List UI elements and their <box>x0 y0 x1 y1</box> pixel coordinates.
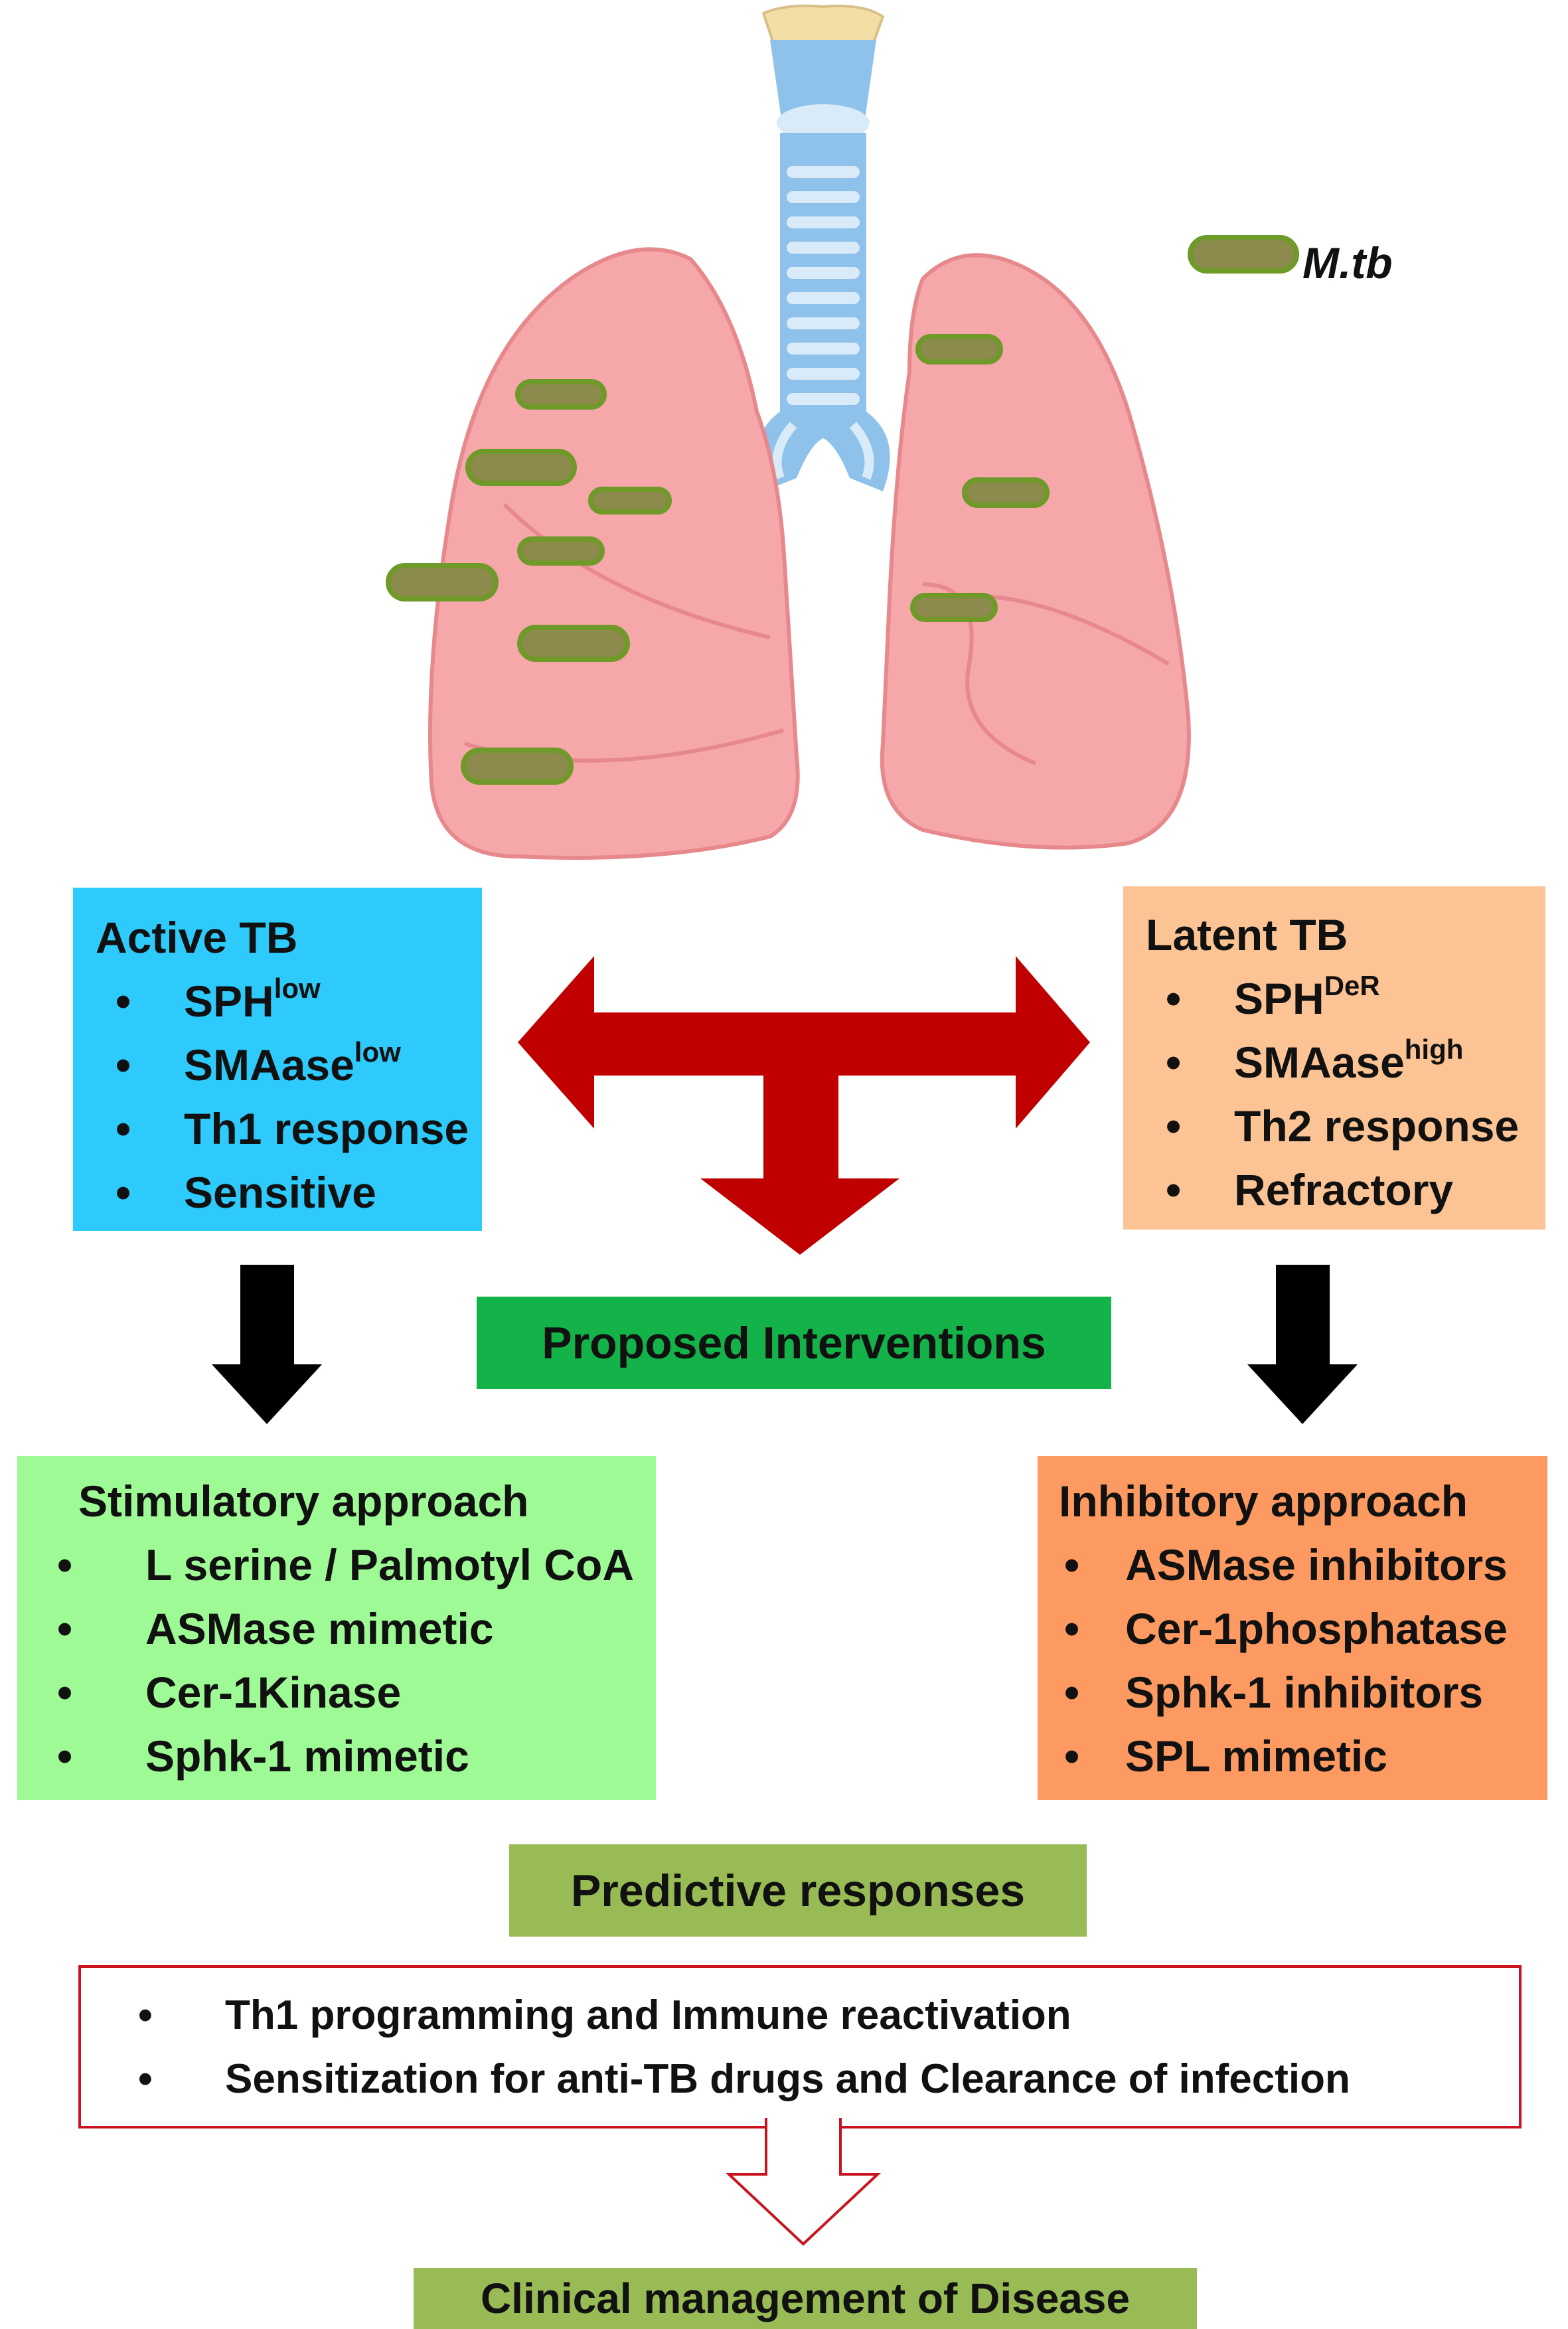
stimulatory-approach-box: Stimulatory approach L serine / Palmotyl… <box>17 1456 656 1800</box>
inhibitory-approach-box: Inhibitory approach ASMase inhibitors Ce… <box>1038 1456 1547 1800</box>
inhibitory-title: Inhibitory approach <box>1059 1477 1468 1526</box>
mtb-legend-icon <box>1188 235 1299 274</box>
inhibitory-item: ASMase inhibitors <box>1059 1533 1547 1597</box>
stimulatory-list: L serine / Palmotyl CoA ASMase mimetic C… <box>57 1533 656 1788</box>
inhibitory-item: SPL mimetic <box>1059 1724 1547 1788</box>
latent-tb-list: SPHDeR SMAasehigh Th2 response Refractor… <box>1146 967 1545 1222</box>
stimulatory-item: Cer-1Kinase <box>57 1660 656 1724</box>
active-tb-list: SPHlow SMAaselow Th1 response Sensitive <box>96 969 482 1224</box>
right-lung <box>880 253 1191 850</box>
hollow-down-arrow <box>725 2118 882 2246</box>
active-tb-item: Th1 response <box>96 1097 482 1161</box>
proposed-interventions-label: Proposed Interventions <box>477 1297 1111 1389</box>
responses-list: Th1 programming and Immune reactivation … <box>121 1984 1519 2111</box>
stimulatory-item: ASMase mimetic <box>57 1597 656 1660</box>
latent-tb-item: SMAasehigh <box>1146 1030 1545 1094</box>
mtb-bacteria <box>386 334 1050 785</box>
response-item: Sensitization for anti-TB drugs and Clea… <box>121 2048 1519 2111</box>
stimulatory-item: L serine / Palmotyl CoA <box>57 1533 656 1597</box>
predictive-responses-label: Predictive responses <box>509 1844 1087 1937</box>
inhibitory-item: Cer-1phosphatase <box>1059 1597 1547 1660</box>
mtb-legend-label: M.tb <box>1302 238 1393 287</box>
latent-tb-item: SPHDeR <box>1146 967 1545 1030</box>
clinical-management-label: Clinical management of Disease <box>414 2268 1197 2329</box>
predictive-responses-box: Th1 programming and Immune reactivation … <box>78 1965 1522 2128</box>
red-t-arrow <box>518 956 1090 1255</box>
stimulatory-item: Sphk-1 mimetic <box>57 1724 656 1788</box>
inhibitory-list: ASMase inhibitors Cer-1phosphatase Sphk-… <box>1059 1533 1547 1788</box>
inhibitory-item: Sphk-1 inhibitors <box>1059 1660 1547 1724</box>
right-down-arrow <box>1247 1265 1358 1424</box>
active-tb-item: Sensitive <box>96 1161 482 1224</box>
lungs-illustration <box>386 4 1299 860</box>
latent-tb-title: Latent TB <box>1146 910 1348 959</box>
response-item: Th1 programming and Immune reactivation <box>121 1984 1519 2048</box>
latent-tb-item: Th2 response <box>1146 1094 1545 1158</box>
latent-tb-box: Latent TB SPHDeR SMAasehigh Th2 response… <box>1123 886 1545 1230</box>
latent-tb-item: Refractory <box>1146 1158 1545 1222</box>
left-down-arrow <box>212 1265 322 1424</box>
active-tb-item: SPHlow <box>96 969 482 1033</box>
stimulatory-title: Stimulatory approach <box>78 1477 529 1526</box>
active-tb-title: Active TB <box>96 913 298 962</box>
active-tb-item: SMAaselow <box>96 1033 482 1097</box>
trachea <box>756 4 890 491</box>
active-tb-box: Active TB SPHlow SMAaselow Th1 response … <box>73 888 482 1231</box>
